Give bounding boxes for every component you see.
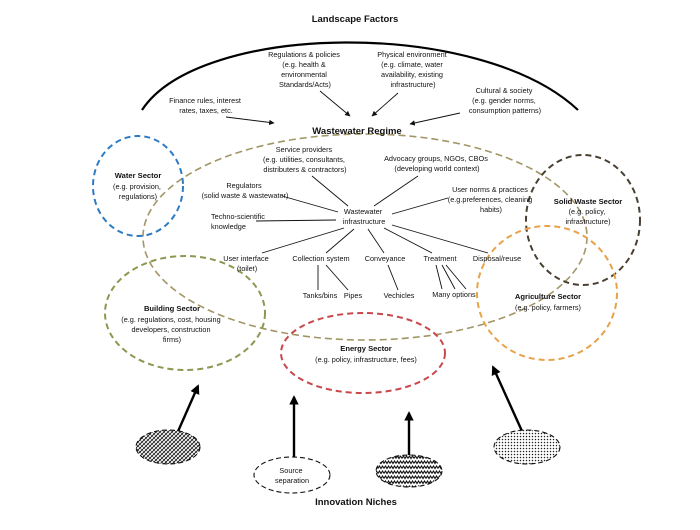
techno-scientific-label: Techno-scientific knowledge	[211, 212, 267, 231]
arrow-cultural-to-regime	[409, 112, 461, 126]
connector-collection	[325, 228, 355, 254]
hub-infrastructure-label: Wastewater infrastructure	[343, 207, 386, 226]
source-separation-label: Source separation	[275, 466, 309, 485]
hub-connectors	[255, 175, 489, 291]
arrow-finance-to-regime	[225, 116, 275, 126]
building-sector-ellipse	[104, 255, 266, 371]
landscape-factors-title: Landscape Factors	[312, 14, 399, 25]
connector-options-3	[445, 264, 467, 290]
niche-source-separation-ellipse	[253, 456, 331, 494]
water-sector-ellipse	[92, 135, 184, 237]
solid-waste-sector-detail: (e.g. policy, infrastructure)	[565, 207, 610, 226]
connector-user-norms	[391, 197, 449, 215]
arrow-regulations-to-regime	[319, 90, 351, 117]
innovation-niches-title: Innovation Niches	[315, 497, 397, 508]
pipes-label: Pipes	[344, 291, 363, 300]
energy-sector-detail: (e.g. policy, infrastructure, fees)	[315, 355, 417, 364]
finance-rules-label: Finance rules, interest rates, taxes, et…	[169, 96, 243, 115]
solid-waste-sector-ellipse	[525, 154, 641, 286]
user-interface-label: User interface (toilet)	[223, 254, 270, 273]
vehicles-label: Vechicles	[384, 291, 415, 300]
agriculture-sector-title: Agriculture Sector	[515, 292, 581, 301]
collection-system-label: Collection system	[292, 254, 349, 263]
water-sector-title: Water Sector	[115, 171, 162, 180]
user-norms-label: User norms & practices (e.g.preferences,…	[448, 185, 534, 214]
energy-sector-title: Energy Sector	[340, 344, 392, 353]
tanks-bins-label: Tanks/bins	[303, 291, 338, 300]
building-sector-title: Building Sector	[144, 304, 200, 313]
disposal-reuse-label: Disposal/reuse	[473, 254, 521, 263]
wastewater-regime-title: Wastewater Regime	[312, 126, 401, 137]
connector-conveyance	[367, 228, 385, 254]
niche-arrow-4	[491, 365, 528, 441]
agriculture-sector-ellipse	[476, 225, 618, 361]
connector-advocacy	[373, 175, 419, 207]
connector-service	[311, 175, 349, 207]
arrow-physical-to-regime	[371, 92, 399, 117]
water-sector-detail: (e.g. provision, regulations)	[113, 182, 163, 201]
conveyance-label: Conveyance	[365, 254, 406, 263]
niche-hatched-ellipse	[135, 429, 201, 465]
regulators-label: Regulators (solid waste & wastewater)	[202, 181, 289, 200]
connector-options-1	[435, 264, 443, 290]
niche-zigzag-ellipse	[375, 454, 443, 488]
advocacy-groups-label: Advocacy groups, NGOs, CBOs (developing …	[384, 154, 490, 173]
energy-sector-ellipse	[280, 312, 446, 394]
agriculture-sector-detail: (e.g. policy, farmers)	[515, 303, 581, 312]
building-sector-detail: (e.g. regulations, cost, housing develop…	[121, 315, 222, 344]
connector-user-interface	[261, 227, 345, 254]
cultural-society-label: Cultural & society (e.g. gender norms, c…	[469, 86, 541, 115]
connector-disposal	[391, 224, 489, 254]
service-providers-label: Service providers (e.g. utilities, consu…	[263, 145, 347, 174]
connector-techno	[255, 219, 337, 222]
treatment-label: Treatment	[424, 254, 457, 263]
connector-pipes	[325, 264, 349, 291]
solid-waste-sector-title: Solid Waste Sector	[554, 197, 623, 206]
landscape-arc	[141, 41, 579, 111]
regulations-policies-label: Regulations & policies (e.g. health & en…	[268, 50, 342, 89]
physical-environment-label: Physical environment (e.g. climate, wate…	[377, 50, 448, 89]
connector-regulators	[281, 195, 339, 213]
connector-vehicles	[387, 264, 399, 291]
connector-options-2	[441, 264, 456, 290]
niche-dotted-ellipse	[493, 429, 561, 465]
many-options-label: Many options	[432, 290, 476, 299]
connector-treatment	[383, 227, 433, 254]
